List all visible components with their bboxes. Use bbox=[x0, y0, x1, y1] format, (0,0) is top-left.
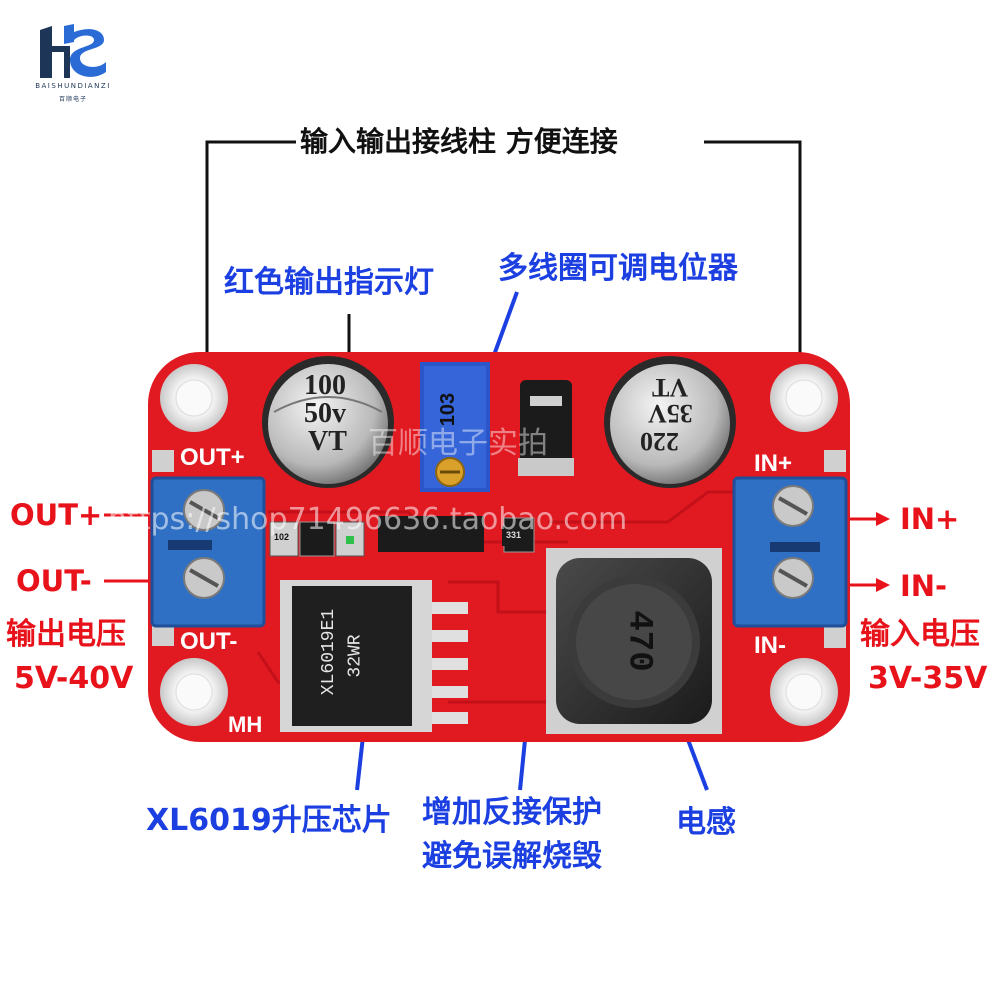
chip-code-line2: 32WR bbox=[345, 634, 366, 678]
resistor-code-1: 102 bbox=[274, 532, 290, 542]
label-protection-line2: 避免误解烧毁 bbox=[422, 839, 602, 874]
silk-mh: MH bbox=[228, 712, 263, 737]
label-input-voltage-title: 输入电压 bbox=[860, 617, 980, 652]
label-out-plus: OUT+ bbox=[10, 498, 103, 532]
label-in-plus: IN+ bbox=[900, 502, 960, 536]
inductor-47uh bbox=[546, 548, 722, 734]
xl6019-chip bbox=[280, 580, 468, 732]
label-potentiometer: 多线圈可调电位器 bbox=[498, 251, 738, 286]
brand-name-cn: 百顺电子 bbox=[58, 96, 87, 103]
arrow-in-plus-icon bbox=[876, 512, 890, 526]
label-output-voltage-range: 5V-40V bbox=[14, 661, 134, 696]
watermark-cn: 百顺电子实拍 bbox=[368, 426, 548, 461]
capacitor-220uf bbox=[604, 356, 736, 488]
cap-left-line1: 100 bbox=[304, 370, 346, 401]
label-inductor: 电感 bbox=[676, 805, 736, 840]
input-terminal-block bbox=[732, 476, 848, 628]
cap-right-line3: 220 bbox=[640, 427, 679, 456]
output-terminal-block bbox=[150, 476, 266, 628]
brand-name-en: BAISHUNDIANZI bbox=[35, 82, 111, 90]
label-terminals: 输入输出接线柱 方便连接 bbox=[300, 125, 618, 158]
watermark-url: https://shop71496636.taobao.com bbox=[108, 502, 628, 537]
potentiometer bbox=[420, 362, 490, 492]
label-output-voltage-title: 输出电压 bbox=[6, 617, 126, 652]
label-out-minus: OUT- bbox=[16, 564, 92, 598]
label-input-voltage-range: 3V-35V bbox=[868, 661, 988, 696]
cap-left-line2: 50v bbox=[304, 398, 346, 429]
inductor-code: 470 bbox=[619, 610, 658, 672]
protection-diode bbox=[518, 380, 574, 476]
silk-in-minus: IN- bbox=[754, 632, 786, 659]
pcb-illustration bbox=[148, 352, 850, 742]
cap-right-line2: 35V bbox=[648, 399, 693, 428]
silk-out-minus: OUT- bbox=[180, 628, 238, 655]
cap-left-line3: VT bbox=[308, 426, 347, 457]
chip-code-line1: XL6019E1 bbox=[319, 608, 340, 696]
resistor-code-2: 331 bbox=[506, 530, 522, 540]
silk-out-plus: OUT+ bbox=[180, 444, 245, 471]
arrow-in-minus-icon bbox=[876, 578, 890, 592]
brand-mark-icon bbox=[40, 24, 106, 78]
label-in-minus: IN- bbox=[900, 569, 948, 603]
label-chip: XL6019升压芯片 bbox=[146, 803, 392, 838]
boost-converter-board: OUT+ OUT- IN+ IN- MH 100 50v VT VT 35V 2… bbox=[108, 352, 850, 742]
silk-in-plus: IN+ bbox=[754, 450, 793, 477]
label-protection-line1: 增加反接保护 bbox=[422, 795, 602, 830]
capacitor-100uf bbox=[262, 356, 394, 488]
brand-logo: BAISHUNDIANZI 百顺电子 bbox=[18, 22, 128, 112]
label-red-led: 红色输出指示灯 bbox=[224, 265, 434, 300]
